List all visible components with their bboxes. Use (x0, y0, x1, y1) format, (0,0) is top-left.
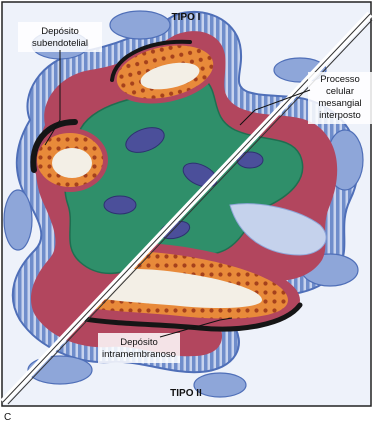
panel-letter: C (4, 412, 11, 423)
label-subendothelial-deposit-line2: subendotelial (32, 38, 88, 49)
label-mesangial-line3: mesangial (318, 98, 361, 109)
label-mesangial-line1: Processo (320, 74, 360, 85)
label-subendothelial-deposit-line1: Depósito (41, 26, 79, 37)
title-type-2: TIPO II (170, 388, 202, 399)
title-type-1: TIPO I (172, 12, 201, 23)
label-intramembranous-line2: intramembranoso (102, 349, 176, 360)
label-mesangial-line2: celular (326, 86, 354, 97)
label-mesangial-line4: interposto (319, 110, 361, 121)
label-intramembranous-line1: Depósito (120, 337, 158, 348)
